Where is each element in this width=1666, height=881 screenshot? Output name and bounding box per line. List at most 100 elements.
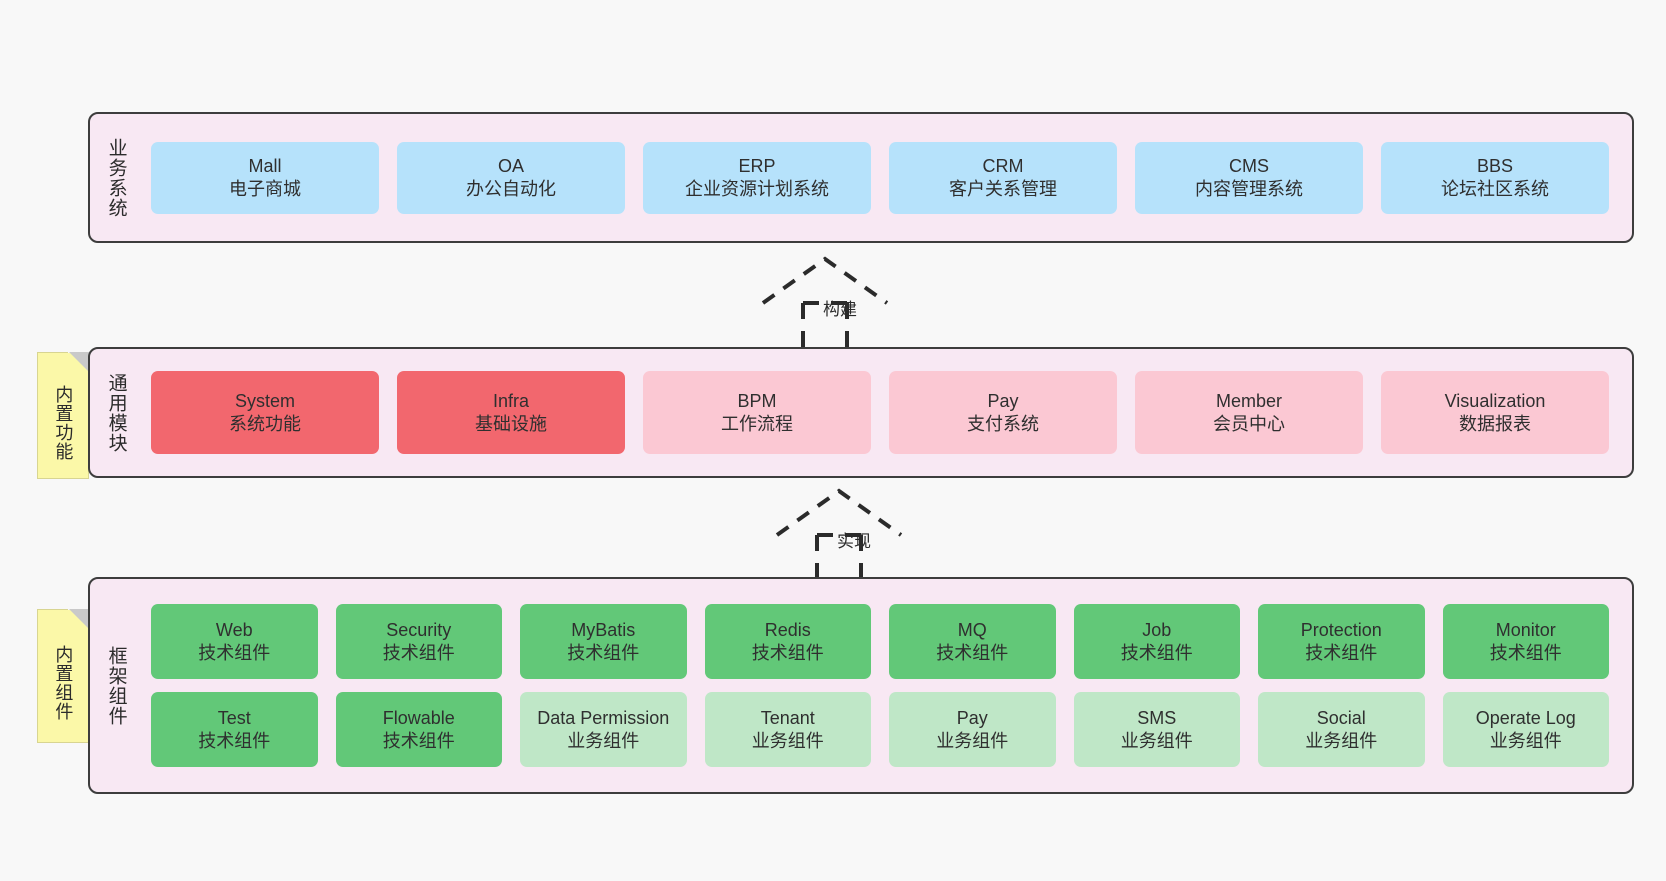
card-title: Infra: [492, 390, 530, 411]
card-subtitle: 客户关系管理: [949, 178, 1057, 199]
card-operate-log[interactable]: Operate Log 业务组件: [1442, 692, 1609, 767]
card-subtitle: 业务组件: [567, 730, 640, 751]
connector-implement-label: 实现: [837, 532, 871, 551]
card-security[interactable]: Security 技术组件: [335, 604, 502, 679]
card-oa[interactable]: OA 办公自动化: [397, 141, 625, 214]
card-pay-component[interactable]: Pay 业务组件: [889, 692, 1056, 767]
layer-body-common-modules: System 系统功能 Infra 基础设施 BPM 工作流程 Pay 支付系统…: [142, 349, 1632, 476]
card-title: Monitor: [1495, 619, 1556, 640]
card-sms[interactable]: SMS 业务组件: [1073, 692, 1240, 767]
card-title: Flowable: [382, 707, 455, 728]
card-subtitle: 电子商城: [229, 178, 301, 199]
card-title: Mall: [248, 155, 282, 176]
card-subtitle: 技术组件: [382, 642, 455, 663]
card-title: System: [234, 390, 295, 411]
card-cms[interactable]: CMS 内容管理系统: [1135, 141, 1363, 214]
card-web[interactable]: Web 技术组件: [151, 604, 318, 679]
card-bpm[interactable]: BPM 工作流程: [643, 371, 871, 454]
card-title: ERP: [738, 155, 776, 176]
card-title: BPM: [737, 390, 777, 411]
card-title: Data Permission: [537, 707, 670, 728]
card-mall[interactable]: Mall 电子商城: [151, 141, 379, 214]
layer-framework-components: 框架组件 Web 技术组件 Security 技术组件 MyBatis 技术组件…: [88, 577, 1634, 794]
card-visualization[interactable]: Visualization 数据报表: [1381, 371, 1609, 454]
connector-build: 构建: [755, 255, 925, 355]
card-system[interactable]: System 系统功能: [151, 371, 379, 454]
card-subtitle: 技术组件: [567, 642, 640, 663]
card-flowable[interactable]: Flowable 技术组件: [335, 692, 502, 767]
card-subtitle: 数据报表: [1459, 413, 1531, 434]
card-title: MyBatis: [571, 619, 636, 640]
layer-body-business-system: Mall 电子商城 OA 办公自动化 ERP 企业资源计划系统 CRM 客户关系…: [142, 114, 1632, 241]
layer-title-framework-components: 框架组件: [105, 645, 127, 726]
card-crm[interactable]: CRM 客户关系管理: [889, 141, 1117, 214]
dashed-generalization-arrow-icon: [775, 488, 903, 587]
card-redis[interactable]: Redis 技术组件: [704, 604, 871, 679]
card-subtitle: 基础设施: [475, 413, 547, 434]
card-title: Protection: [1300, 619, 1382, 640]
card-subtitle: 技术组件: [936, 642, 1009, 663]
card-title: Web: [215, 619, 253, 640]
card-subtitle: 业务组件: [1120, 730, 1193, 751]
card-bbs[interactable]: BBS 论坛社区系统: [1381, 141, 1609, 214]
card-title: Job: [1142, 619, 1172, 640]
card-subtitle: 会员中心: [1213, 413, 1285, 434]
card-test[interactable]: Test 技术组件: [151, 692, 318, 767]
card-subtitle: 技术组件: [1489, 642, 1562, 663]
card-row: Mall 电子商城 OA 办公自动化 ERP 企业资源计划系统 CRM 客户关系…: [142, 141, 1618, 214]
card-subtitle: 办公自动化: [466, 178, 556, 199]
card-mybatis[interactable]: MyBatis 技术组件: [520, 604, 687, 679]
card-title: Social: [1316, 707, 1366, 728]
card-title: Member: [1215, 390, 1282, 411]
card-subtitle: 技术组件: [198, 642, 271, 663]
card-infra[interactable]: Infra 基础设施: [397, 371, 625, 454]
card-title: OA: [497, 155, 524, 176]
note-label: 内置组件: [53, 645, 74, 721]
card-pay-module[interactable]: Pay 支付系统: [889, 371, 1117, 454]
card-title: CMS: [1229, 155, 1269, 176]
layer-common-modules: 通用模块 System 系统功能 Infra 基础设施 BPM 工作流程 Pay: [88, 347, 1634, 478]
note-builtin-component: 内置组件: [37, 609, 89, 743]
card-subtitle: 业务组件: [1305, 730, 1378, 751]
card-member[interactable]: Member 会员中心: [1135, 371, 1363, 454]
connector-build-label: 构建: [823, 300, 857, 319]
card-title: BBS: [1476, 155, 1514, 176]
card-subtitle: 工作流程: [721, 413, 793, 434]
note-builtin-function: 内置功能: [37, 352, 89, 479]
layer-business-system: 业务系统 Mall 电子商城 OA 办公自动化 ERP 企业资源计划系统 CRM: [88, 112, 1634, 243]
card-title: Tenant: [760, 707, 815, 728]
card-protection[interactable]: Protection 技术组件: [1258, 604, 1425, 679]
card-subtitle: 业务组件: [936, 730, 1009, 751]
card-subtitle: 论坛社区系统: [1441, 178, 1549, 199]
card-row: System 系统功能 Infra 基础设施 BPM 工作流程 Pay 支付系统…: [142, 371, 1618, 454]
card-subtitle: 内容管理系统: [1195, 178, 1303, 199]
card-subtitle: 业务组件: [1489, 730, 1562, 751]
layer-title-business-system: 业务系统: [105, 137, 127, 218]
card-title: Visualization: [1444, 390, 1546, 411]
card-erp[interactable]: ERP 企业资源计划系统: [643, 141, 871, 214]
card-row-business: Test 技术组件 Flowable 技术组件 Data Permission …: [142, 692, 1618, 767]
card-title: Test: [217, 707, 251, 728]
card-monitor[interactable]: Monitor 技术组件: [1442, 604, 1609, 679]
card-title: MQ: [957, 619, 987, 640]
card-social[interactable]: Social 业务组件: [1258, 692, 1425, 767]
card-data-permission[interactable]: Data Permission 业务组件: [520, 692, 687, 767]
card-subtitle: 技术组件: [382, 730, 455, 751]
card-subtitle: 支付系统: [967, 413, 1039, 434]
card-title: SMS: [1137, 707, 1177, 728]
card-row-technical: Web 技术组件 Security 技术组件 MyBatis 技术组件 Redi…: [142, 604, 1618, 679]
layer-body-framework-components: Web 技术组件 Security 技术组件 MyBatis 技术组件 Redi…: [142, 579, 1632, 792]
layer-title-common-modules: 通用模块: [105, 372, 127, 453]
card-title: CRM: [982, 155, 1024, 176]
dashed-generalization-arrow-icon: [761, 256, 889, 355]
card-tenant[interactable]: Tenant 业务组件: [704, 692, 871, 767]
card-subtitle: 系统功能: [229, 413, 301, 434]
card-mq[interactable]: MQ 技术组件: [889, 604, 1056, 679]
card-subtitle: 企业资源计划系统: [685, 178, 829, 199]
card-subtitle: 技术组件: [751, 642, 824, 663]
card-job[interactable]: Job 技术组件: [1073, 604, 1240, 679]
card-subtitle: 技术组件: [1120, 642, 1193, 663]
card-title: Pay: [987, 390, 1019, 411]
card-title: Operate Log: [1475, 707, 1576, 728]
